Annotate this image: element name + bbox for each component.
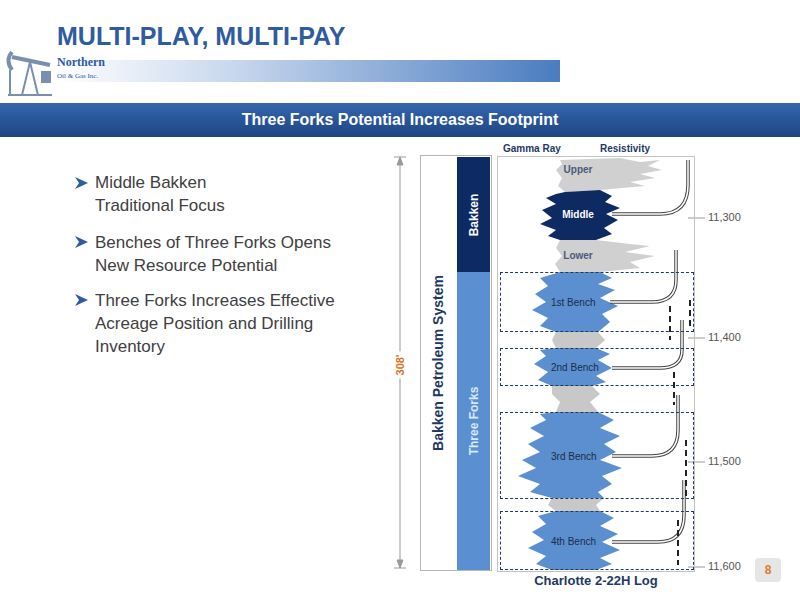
wellbore-outline xyxy=(612,160,688,214)
depth-tick xyxy=(688,567,705,568)
formation-band: Bakken xyxy=(457,157,490,272)
logo-frame xyxy=(22,62,38,95)
depth-tick xyxy=(688,218,705,219)
resistivity-trace xyxy=(673,372,675,405)
wellbores xyxy=(610,160,688,542)
log-panel: Charlotte 2-22H Log1st Bench2nd Bench3rd… xyxy=(497,156,695,572)
upper-shale-fill xyxy=(556,158,662,192)
wellbore-outline xyxy=(612,395,678,456)
zone-label: Upper xyxy=(564,164,593,175)
formation-label: Bakken xyxy=(467,193,481,236)
slide-title: MULTI-PLAY, MULTI-PAY xyxy=(57,22,345,51)
bullet-markers xyxy=(75,177,88,306)
middle-bakken-fill xyxy=(540,190,620,240)
wellbore-core xyxy=(612,320,682,368)
bullet-arrow xyxy=(75,177,88,189)
gamma-ray-log xyxy=(518,158,662,570)
resistivity-trace xyxy=(685,440,687,500)
bench-label: 3rd Bench xyxy=(551,450,597,461)
bullet-text: Benches of Three Forks Opens New Resourc… xyxy=(95,231,350,277)
page-number-box: 8 xyxy=(755,558,781,582)
log-caption: Charlotte 2-22H Log xyxy=(498,573,694,588)
resistivity-trace xyxy=(669,306,671,340)
system-label: Bakken Petroleum System xyxy=(430,275,446,451)
logo-rod xyxy=(9,70,11,95)
bullet-text: Three Forks Increases Effective Acreage … xyxy=(95,289,350,358)
bench-fill xyxy=(532,272,618,332)
bullet-text: Middle Bakken Traditional Focus xyxy=(95,171,255,217)
pumpjack-logo xyxy=(8,52,52,95)
logo-horsehead xyxy=(9,52,13,70)
depth-ticks xyxy=(688,218,705,567)
gap-fill xyxy=(552,332,605,348)
header-text: Three Forks Potential Increases Footprin… xyxy=(242,111,559,129)
lower-shale-fill xyxy=(555,240,655,272)
gap-fill xyxy=(552,386,600,412)
zone-label: Lower xyxy=(563,250,592,261)
dimension-line xyxy=(394,157,406,568)
bench-box: 2nd Bench xyxy=(500,348,694,386)
depth-tick xyxy=(688,338,705,339)
logo-beam xyxy=(12,57,50,65)
header-band: Three Forks Potential Increases Footprin… xyxy=(0,103,800,137)
bench-label: 2nd Bench xyxy=(551,362,599,373)
dimension-arrowhead xyxy=(397,157,403,165)
bench-fill xyxy=(534,348,612,386)
bullet-arrow xyxy=(75,236,88,248)
bench-box: 3rd Bench xyxy=(500,412,694,499)
system-column: Bakken Petroleum System BakkenThree Forks xyxy=(420,155,492,571)
depth-label: 11,400 xyxy=(708,331,741,343)
logo-name: Northern xyxy=(57,55,105,70)
logo-subtitle: Oil & Gas Inc. xyxy=(57,72,98,80)
logo-counterweight xyxy=(42,72,50,82)
logo-base xyxy=(8,94,52,96)
bench-fill xyxy=(528,511,620,570)
bench-label: 4th Bench xyxy=(551,535,596,546)
wellbore-outline xyxy=(612,320,682,368)
formation-band: Three Forks xyxy=(457,272,490,570)
bench-box: 4th Bench xyxy=(500,511,694,570)
bullet-arrow xyxy=(75,294,88,306)
wellbore-outline xyxy=(610,250,676,302)
wellbore-core xyxy=(612,395,678,456)
bench-label: 1st Bench xyxy=(551,297,595,308)
depth-label: 11,300 xyxy=(708,211,741,223)
formation-label: Three Forks xyxy=(467,387,481,456)
resistivity-trace xyxy=(689,300,691,330)
page-number: 8 xyxy=(765,563,772,577)
dimension-label: 308' xyxy=(394,352,406,379)
depth-label: 11,600 xyxy=(708,560,741,572)
dimension-arrowhead xyxy=(397,560,403,568)
zone-label: Middle xyxy=(562,209,594,220)
wellbore-core xyxy=(610,250,676,302)
bench-fill xyxy=(518,412,622,498)
log-track-header: Gamma Ray xyxy=(503,143,561,154)
resistivity-trace xyxy=(677,520,679,565)
depth-label: 11,500 xyxy=(708,455,741,467)
wellbore-core xyxy=(612,160,688,214)
log-track-header: Resistivity xyxy=(600,143,650,154)
bench-box: 1st Bench xyxy=(500,272,694,332)
depth-tick xyxy=(688,462,705,463)
resistivity-dashes xyxy=(670,300,690,565)
gap-fill xyxy=(548,498,604,511)
title-bar xyxy=(55,60,560,82)
